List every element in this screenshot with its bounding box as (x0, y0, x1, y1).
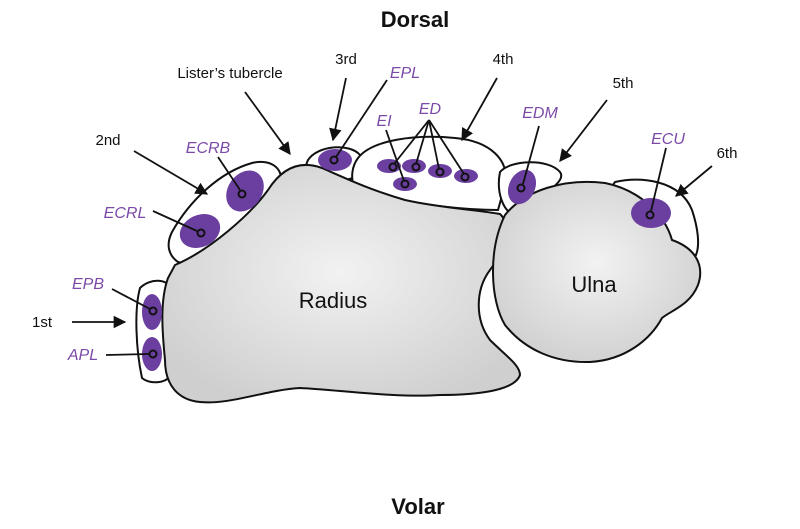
label-6th: 6th (717, 145, 738, 162)
label-ecrb: ECRB (186, 140, 231, 157)
leader-ecrl (152, 210, 198, 232)
label-epl: EPL (390, 65, 420, 82)
leader-epl (335, 79, 388, 158)
tendon-apl (142, 337, 162, 371)
radius-bone (161, 164, 522, 404)
label-1st: 1st (32, 314, 53, 331)
tendon-ed-3 (428, 164, 452, 178)
ulna-label: Ulna (571, 272, 617, 297)
dot-ecu (645, 210, 655, 220)
dot-ed-1 (388, 162, 398, 172)
tendon-ecu (631, 198, 671, 228)
dot-epb (148, 306, 158, 316)
tendon-ecrl (179, 213, 221, 249)
leader-ed-4 (428, 119, 465, 175)
arrow-listers (244, 91, 291, 156)
dot-ed-3 (435, 167, 445, 177)
tendon-edm (507, 169, 537, 205)
label-epb: EPB (72, 276, 104, 293)
dot-ei (400, 179, 410, 189)
tendon-epl (318, 149, 352, 171)
volar-label: Volar (391, 494, 445, 519)
dot-ecrb (237, 189, 247, 199)
leader-edm (522, 125, 540, 185)
arrow-3rd (329, 77, 347, 142)
arrow-6th (675, 165, 713, 197)
tendon-epb (142, 294, 162, 330)
radius-label: Radius (299, 288, 367, 313)
dot-epl (329, 155, 339, 165)
label-2nd: 2nd (95, 132, 120, 149)
label-3rd: 3rd (335, 51, 357, 68)
leader-ed-3 (428, 119, 440, 170)
label-ecu: ECU (651, 131, 685, 148)
leader-ed-2 (415, 119, 430, 165)
arrow-5th (559, 99, 608, 162)
label-ei: EI (376, 113, 392, 130)
dot-ed-4 (460, 172, 470, 182)
dot-edm (516, 183, 526, 193)
tendon-ei (393, 177, 417, 191)
tendon-ed-4 (454, 169, 478, 183)
label-5th: 5th (613, 75, 634, 92)
arrow-2nd (133, 150, 209, 195)
label-listers-tubercle: Lister’s tubercle (177, 65, 282, 82)
dot-apl (148, 349, 158, 359)
label-ed: ED (419, 101, 442, 118)
label-edm: EDM (522, 105, 558, 122)
leader-epb (111, 288, 151, 310)
label-apl: APL (67, 347, 98, 364)
dorsal-label: Dorsal (381, 7, 449, 32)
dot-ecrl (196, 228, 206, 238)
label-ecrl: ECRL (104, 205, 147, 222)
leader-ei (385, 129, 405, 182)
leader-ed-1 (393, 119, 430, 165)
leader-apl (105, 353, 150, 356)
leader-ecrb (217, 156, 241, 191)
label-4th: 4th (493, 51, 514, 68)
tendon-ed-2 (402, 159, 426, 173)
leader-ecu (650, 147, 667, 212)
arrow-4th (461, 77, 498, 142)
